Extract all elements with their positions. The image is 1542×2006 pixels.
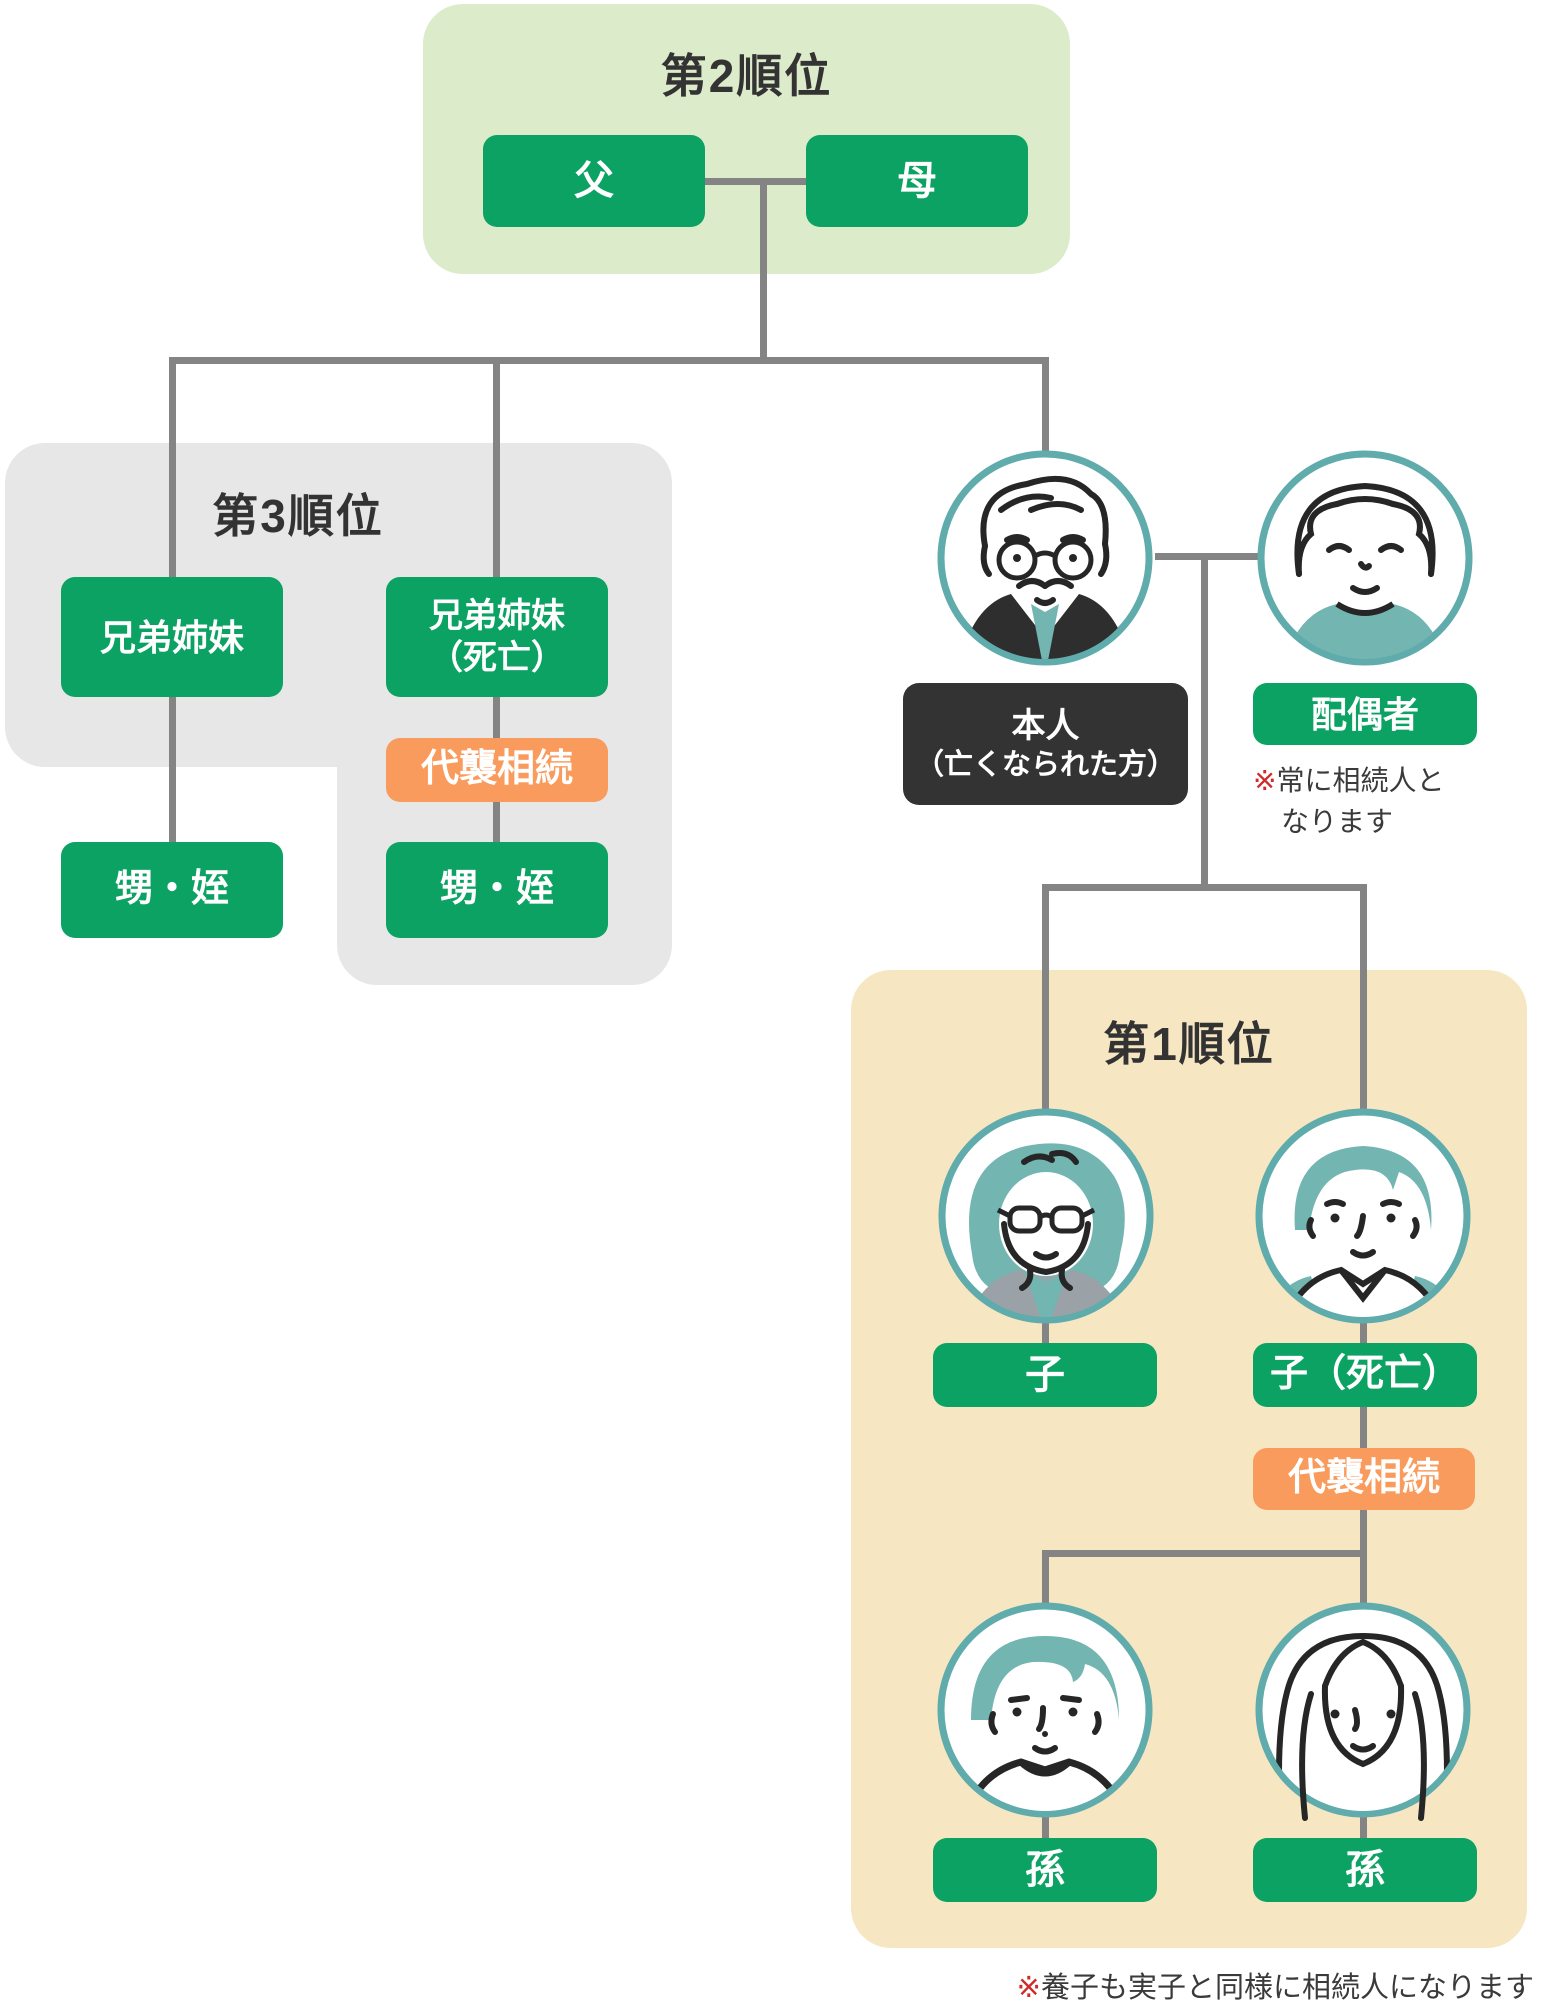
- node-deceased-line2: （亡くなられた方）: [914, 749, 1176, 782]
- footer-asterisk-icon: ※: [1016, 1972, 1041, 2004]
- badge-substitute-inheritance-left: 代襲相続: [386, 738, 608, 802]
- connector-child-right-drop: [1360, 884, 1367, 1114]
- node-child-deceased: 子（死亡）: [1253, 1343, 1477, 1407]
- deceased-person-avatar: [933, 446, 1157, 670]
- grandchild-male-avatar: [933, 1598, 1157, 1822]
- spouse-avatar: [1253, 446, 1477, 670]
- rank2-title: 第2順位: [660, 50, 833, 102]
- rank3-title: 第3順位: [212, 490, 384, 542]
- connector-children-branch: [1042, 884, 1367, 891]
- node-grandchild-left: 孫: [933, 1838, 1157, 1902]
- node-sibling-deceased: 兄弟姉妹 （死亡）: [386, 577, 608, 697]
- connector-parents-couple: [705, 178, 806, 185]
- connector-deceased-child-substitute: [1360, 1407, 1367, 1452]
- connector-grandchild-right-drop: [1360, 1550, 1367, 1605]
- spouse-note: ※常に相続人と なります: [1253, 760, 1444, 842]
- node-nephew-niece-left: 甥・姪: [61, 842, 283, 938]
- footer-note: ※養子も実子と同様に相続人になります: [1017, 1964, 1534, 2006]
- connector-couple-drop: [1201, 553, 1208, 891]
- rank1-title: 第1順位: [1103, 1018, 1275, 1070]
- spouse-note-line1: ※常に相続人と: [1253, 765, 1445, 796]
- node-sibling: 兄弟姉妹: [61, 577, 283, 697]
- connector-child-right-neck: [1360, 1318, 1367, 1346]
- connector-main-branch: [169, 357, 1049, 364]
- note-asterisk-icon: ※: [1253, 765, 1277, 796]
- connector-parents-drop: [760, 178, 767, 364]
- node-spouse: 配偶者: [1253, 683, 1477, 745]
- connector-child-left-neck: [1042, 1318, 1049, 1346]
- footer-note-text: 養子も実子と同様に相続人になります: [1040, 1972, 1534, 2004]
- connector-grandchild-right-neck: [1360, 1812, 1367, 1842]
- node-deceased-line1: 本人: [1011, 706, 1080, 745]
- node-child: 子: [933, 1343, 1157, 1407]
- node-nephew-niece-right: 甥・姪: [386, 842, 608, 938]
- connector-grandchild-left-drop: [1042, 1550, 1049, 1605]
- node-grandchild-right: 孫: [1253, 1838, 1477, 1902]
- grandchild-female-avatar: [1251, 1598, 1475, 1822]
- node-father: 父: [483, 135, 705, 227]
- badge-substitute-inheritance-right: 代襲相続: [1253, 1448, 1475, 1510]
- deceased-child-avatar: [1251, 1104, 1475, 1328]
- node-mother: 母: [806, 135, 1028, 227]
- connector-child-left-drop: [1042, 884, 1049, 1114]
- node-deceased-person: 本人 （亡くなられた方）: [903, 683, 1188, 805]
- spouse-note-line2: なります: [1281, 806, 1394, 837]
- node-sibling-deceased-line2: （死亡）: [429, 639, 565, 677]
- node-sibling-deceased-line1: 兄弟姉妹: [429, 596, 565, 635]
- child-avatar: [934, 1104, 1158, 1328]
- connector-self-drop: [1042, 357, 1049, 452]
- connector-substitute-grandchildren: [1360, 1505, 1367, 1557]
- connector-grandchild-left-neck: [1042, 1812, 1049, 1842]
- connector-grandchildren-branch: [1042, 1550, 1367, 1557]
